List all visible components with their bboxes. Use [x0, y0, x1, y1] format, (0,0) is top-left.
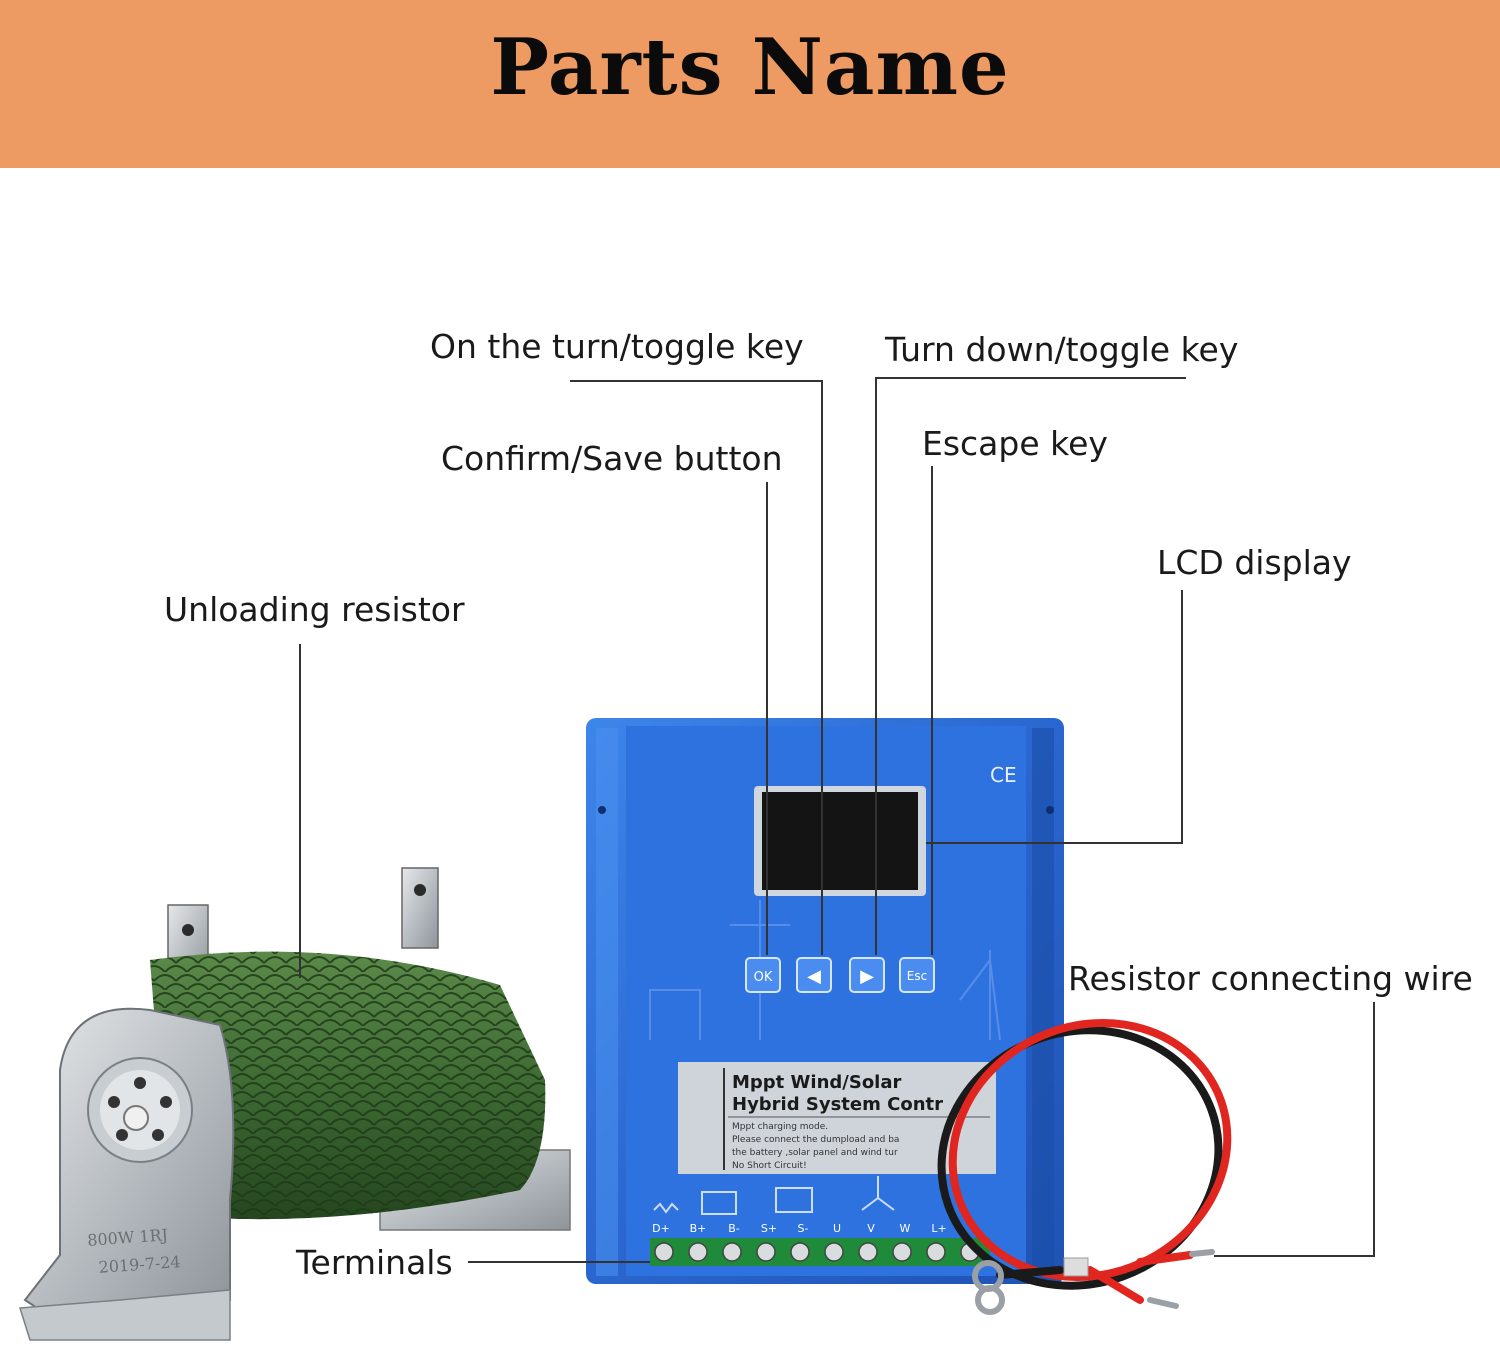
svg-text:U: U: [833, 1222, 841, 1235]
svg-text:L+: L+: [931, 1222, 946, 1235]
panel-title-line1: Mppt Wind/Solar: [732, 1072, 901, 1093]
svg-text:D+: D+: [652, 1222, 670, 1235]
unloading-resistor: 800W 1RJ 2019-7-24: [19, 867, 571, 1341]
label-terminals: Terminals: [296, 1243, 453, 1282]
down-toggle-button[interactable]: ▶: [849, 957, 885, 993]
resistor-symbol-icon: [653, 1202, 679, 1214]
ce-mark: CE: [990, 763, 1017, 787]
svg-text:B-: B-: [728, 1222, 740, 1235]
up-toggle-button[interactable]: ◀: [796, 957, 832, 993]
esc-button[interactable]: Esc: [899, 957, 935, 993]
svg-text:W: W: [900, 1222, 911, 1235]
page-title: Parts Name: [490, 22, 1010, 113]
label-resistor: Unloading resistor: [164, 590, 465, 629]
controller-unit: CE OK ◀ ▶ Esc M: [586, 718, 1064, 1284]
label-escape: Escape key: [922, 424, 1108, 463]
label-confirm: Confirm/Save button: [441, 439, 783, 478]
leader-lines: [299, 377, 1375, 1263]
battery-icon: [701, 1191, 737, 1215]
svg-text:◀: ◀: [807, 966, 821, 987]
ok-button[interactable]: OK: [745, 957, 781, 993]
resistor-connecting-wire: [937, 1018, 1232, 1315]
label-wire: Resistor connecting wire: [1068, 959, 1473, 998]
label-lcd: LCD display: [1157, 543, 1352, 582]
title-banner: Parts Name: [0, 0, 1500, 168]
svg-text:▶: ▶: [860, 966, 874, 987]
svg-text:S-: S-: [798, 1222, 809, 1235]
solar-panel-icon: [775, 1187, 813, 1213]
svg-text:OK: OK: [754, 970, 773, 985]
panel-title-line2: Hybrid System Contr: [732, 1094, 943, 1115]
svg-text:S+: S+: [761, 1222, 777, 1235]
terminal-labels: D+ B+ B- S+ S- U V W L+: [652, 1222, 947, 1235]
label-down-key: Turn down/toggle key: [885, 330, 1239, 369]
label-up-key: On the turn/toggle key: [430, 327, 804, 366]
leader-down-key: [875, 377, 1186, 955]
svg-text:Esc: Esc: [907, 969, 927, 983]
leader-up-key: [570, 380, 823, 955]
svg-text:V: V: [867, 1222, 875, 1235]
leader-lcd: [926, 590, 1183, 844]
panel-note-2: Please connect the dumpload and ba: [732, 1135, 899, 1145]
lcd-screen: [762, 792, 918, 890]
leader-wire: [1214, 1002, 1375, 1257]
wind-turbine-icon: [861, 1176, 895, 1211]
panel-note-4: No Short Circuit!: [732, 1161, 807, 1171]
panel-note-3: the battery ,solar panel and wind tur: [732, 1148, 898, 1158]
svg-text:B+: B+: [690, 1222, 707, 1235]
panel-note-1: Mppt charging mode.: [732, 1122, 828, 1132]
